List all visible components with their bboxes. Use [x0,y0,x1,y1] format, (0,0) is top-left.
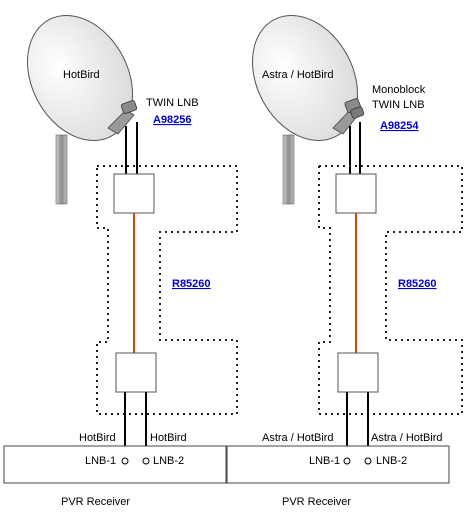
left-system: HotBird TWIN LNB A98256 R85260 HotBird H… [3,15,238,508]
left-cable1-label: HotBird [79,432,116,444]
right-port2-label: LNB-2 [376,455,407,467]
left-dish-label: HotBird [63,69,100,81]
right-cable-code-link[interactable]: R85260 [398,278,437,290]
left-mast-pole [55,134,68,205]
left-port2-connector [142,457,150,465]
left-dish [26,15,134,141]
right-receiver [226,445,450,484]
left-receiver [3,445,227,484]
left-port1-connector [121,457,129,465]
right-top-unit [335,173,377,214]
right-lnb-head-2 [350,106,365,119]
right-dotted-boundary [318,165,463,415]
right-lnb-label-line2: TWIN LNB [372,99,425,111]
right-port1-connector [343,457,351,465]
right-receiver-label: PVR Receiver [282,496,351,508]
left-lnb-code-link[interactable]: A98256 [153,114,192,126]
right-lnb-code-link[interactable]: A98254 [380,120,419,132]
left-top-unit [113,173,155,214]
left-dotted-boundary [96,165,238,415]
right-cable2-label: Astra / HotBird [371,432,443,444]
left-cable2-label: HotBird [150,432,187,444]
left-lnb-label: TWIN LNB [146,97,199,109]
left-lnb-head [120,100,138,114]
right-cable1-label: Astra / HotBird [262,432,334,444]
right-lnb-label-line1: Monoblock [372,84,426,96]
right-mast-pole [282,134,295,205]
right-dish [251,15,359,141]
right-system: Astra / HotBird Monoblock TWIN LNB A9825… [226,15,463,508]
left-lnb-arm [107,109,135,135]
right-bottom-unit [337,352,379,393]
left-cable-code-link[interactable]: R85260 [172,278,211,290]
left-port2-label: LNB-2 [153,455,184,467]
right-port1-label: LNB-1 [309,455,340,467]
right-dish-label: Astra / HotBird [262,69,334,81]
left-receiver-label: PVR Receiver [61,496,130,508]
left-bottom-unit [115,352,157,393]
left-port1-label: LNB-1 [85,455,116,467]
right-port2-connector [364,457,372,465]
